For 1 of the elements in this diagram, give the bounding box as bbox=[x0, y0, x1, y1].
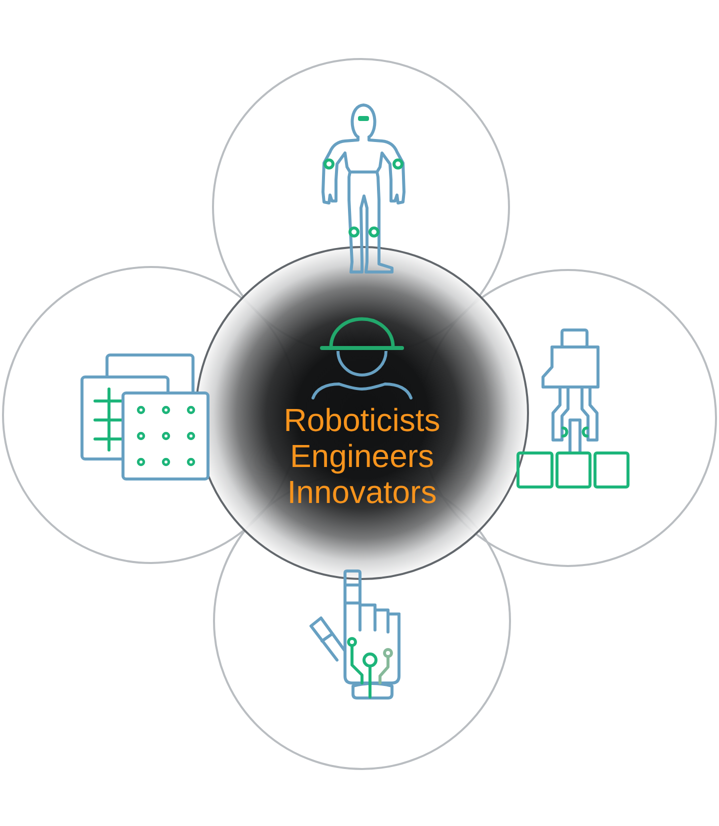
center-label: Roboticists Engineers Innovators bbox=[284, 402, 440, 510]
